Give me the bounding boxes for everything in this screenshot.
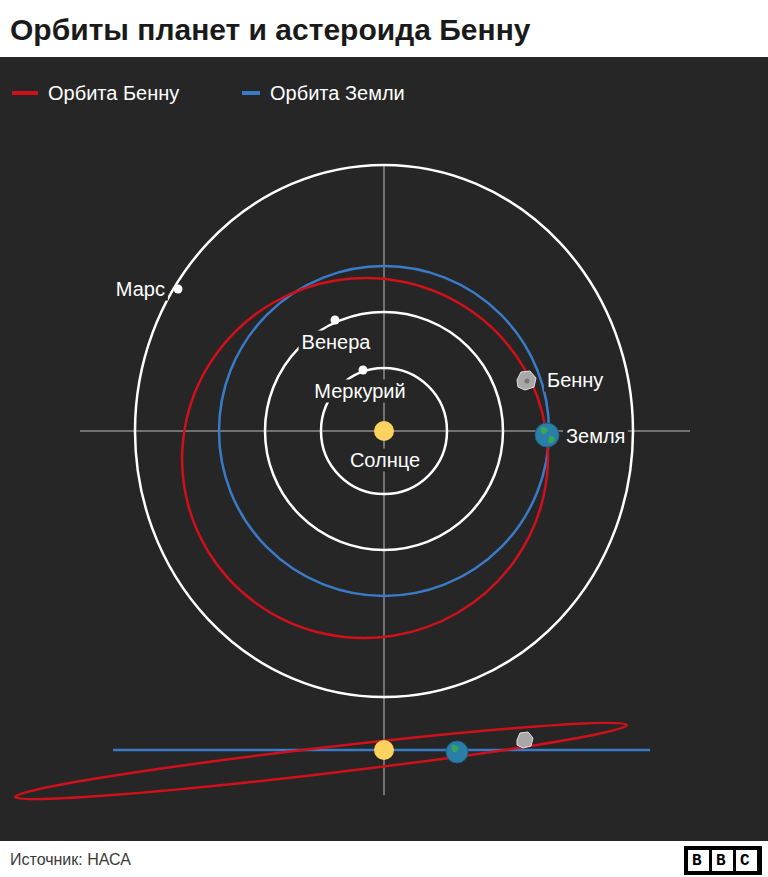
- earth-icon-side: [446, 741, 468, 763]
- legend-label: Орбита Земли: [270, 82, 405, 105]
- sun: [374, 421, 394, 441]
- planet-label: Марс: [113, 278, 168, 301]
- planet-label: Меркурий: [311, 380, 408, 403]
- star-label: Солнце: [347, 449, 423, 472]
- legend-line-red: [12, 91, 38, 95]
- mars-orbit: [135, 165, 633, 697]
- bennu-icon-side: [517, 732, 533, 748]
- planet-label: Земля: [563, 425, 628, 448]
- bennu-icon: [517, 371, 536, 390]
- bennu-orbit: [156, 252, 574, 665]
- planet-label: Венера: [299, 331, 374, 354]
- legend-line-blue: [242, 91, 260, 95]
- source-note: Источник: НАСА: [10, 851, 131, 869]
- chart-title: Орбиты планет и астероида Бенну: [10, 13, 530, 48]
- mercury-dot: [359, 366, 368, 375]
- sun-side: [374, 740, 394, 760]
- mars-dot: [174, 285, 183, 294]
- asteroid-label: Бенну: [544, 369, 606, 392]
- bennu-orbit-side: [14, 712, 629, 810]
- venus-dot: [331, 316, 340, 325]
- axis-line: [384, 165, 385, 795]
- logo-text: BBC: [692, 853, 764, 869]
- earth-orbit: [219, 266, 549, 596]
- legend-label: Орбита Бенну: [48, 82, 179, 105]
- earth-icon: [535, 423, 559, 447]
- venus-orbit: [265, 312, 503, 550]
